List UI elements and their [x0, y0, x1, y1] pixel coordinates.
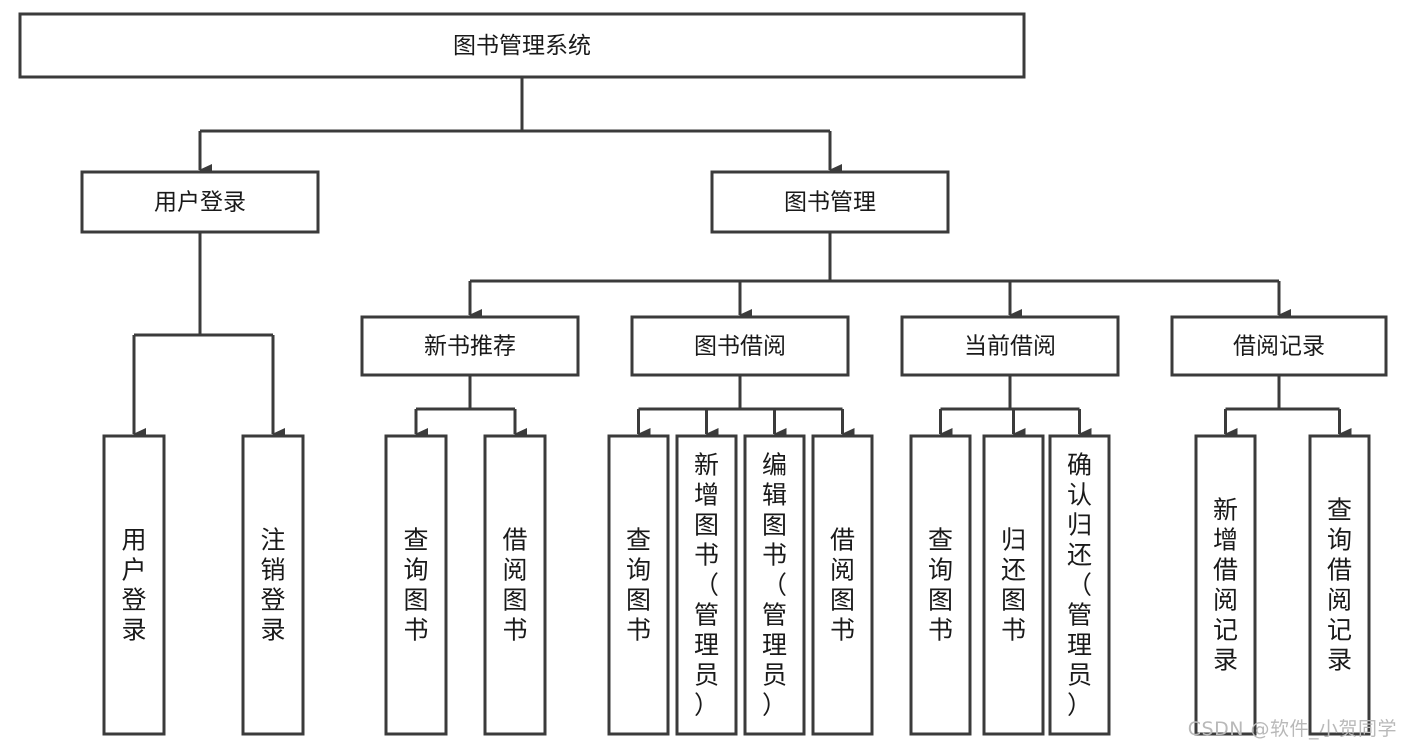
node-leaf-borrow-book-rec-box [483, 434, 547, 736]
node-leaf-query-borrow-record-box [1308, 434, 1371, 736]
node-leaf-query-book-rec-label: 查询图书 [403, 525, 428, 644]
node-leaf-query-book-borrow-label: 查询图书 [626, 525, 651, 644]
node-leaf-user-login-label: 用户登录 [121, 525, 146, 644]
node-leaf-add-book-label: 新增图书（管理员） [694, 450, 719, 719]
node-leaf-add-borrow-record-label: 新增借阅记录 [1213, 495, 1238, 674]
node-leaf-add-borrow-record[interactable]: 新增借阅记录 [1194, 434, 1257, 736]
node-leaf-add-borrow-record-box [1194, 434, 1257, 736]
node-book-manage-box [710, 170, 950, 234]
node-leaf-borrow-book-box [811, 434, 874, 736]
node-leaf-query-book-cur-box [909, 434, 972, 736]
node-book-borrow-label: 图书借阅 [694, 334, 786, 360]
node-root-label: 图书管理系统 [453, 33, 591, 59]
node-leaf-user-logout-box [241, 434, 305, 736]
node-new-book-rec[interactable]: 新书推荐 [360, 315, 580, 377]
node-leaf-confirm-return[interactable]: 确认归还（管理员） [1048, 434, 1111, 736]
node-borrow-record-label: 借阅记录 [1233, 334, 1325, 360]
node-leaf-user-logout[interactable]: 注销登录 [241, 434, 305, 736]
node-current-borrow-box [900, 315, 1120, 377]
node-borrow-record-box [1170, 315, 1388, 377]
node-leaf-user-logout-label: 注销登录 [260, 525, 285, 644]
node-leaf-query-book-cur-label: 查询图书 [928, 525, 953, 644]
node-borrow-record[interactable]: 借阅记录 [1170, 315, 1388, 377]
node-leaf-user-login[interactable]: 用户登录 [102, 434, 166, 736]
node-leaf-return-book-label: 归还图书 [1001, 525, 1026, 644]
node-leaf-confirm-return-label: 确认归还（管理员） [1067, 450, 1092, 719]
node-new-book-rec-box [360, 315, 580, 377]
node-leaf-add-book[interactable]: 新增图书（管理员） [675, 434, 738, 736]
node-leaf-return-book-box [982, 434, 1045, 736]
node-new-book-rec-label: 新书推荐 [424, 334, 516, 360]
node-leaf-borrow-book[interactable]: 借阅图书 [811, 434, 874, 736]
node-leaf-query-book-borrow-box [607, 434, 670, 736]
node-leaf-edit-book-label: 编辑图书（管理员） [762, 450, 787, 719]
node-current-borrow[interactable]: 当前借阅 [900, 315, 1120, 377]
node-leaf-query-book-rec-box [384, 434, 448, 736]
node-leaf-return-book[interactable]: 归还图书 [982, 434, 1045, 736]
node-book-manage-label: 图书管理 [784, 190, 876, 216]
node-root[interactable]: 图书管理系统 [18, 12, 1026, 79]
node-user-login[interactable]: 用户登录 [80, 170, 320, 234]
node-leaf-query-book-cur[interactable]: 查询图书 [909, 434, 972, 736]
connector-layer [132, 77, 1352, 440]
node-leaf-borrow-book-label: 借阅图书 [830, 525, 855, 644]
node-leaf-edit-book-box [743, 434, 806, 736]
node-leaf-user-login-box [102, 434, 166, 736]
node-book-borrow-box [630, 315, 850, 377]
node-leaf-query-book-rec[interactable]: 查询图书 [384, 434, 448, 736]
node-book-borrow[interactable]: 图书借阅 [630, 315, 850, 377]
node-current-borrow-label: 当前借阅 [964, 334, 1056, 360]
node-user-login-label: 用户登录 [154, 190, 246, 216]
node-leaf-query-borrow-record-label: 查询借阅记录 [1327, 495, 1352, 674]
node-leaf-borrow-book-rec[interactable]: 借阅图书 [483, 434, 547, 736]
node-root-box [18, 12, 1026, 79]
node-leaf-confirm-return-box [1048, 434, 1111, 736]
node-layer: 图书管理系统用户登录图书管理新书推荐图书借阅当前借阅借阅记录用户登录注销登录查询… [18, 12, 1388, 736]
node-book-manage[interactable]: 图书管理 [710, 170, 950, 234]
node-leaf-borrow-book-rec-label: 借阅图书 [502, 525, 527, 644]
node-leaf-query-borrow-record[interactable]: 查询借阅记录 [1308, 434, 1371, 736]
node-leaf-edit-book[interactable]: 编辑图书（管理员） [743, 434, 806, 736]
node-leaf-add-book-box [675, 434, 738, 736]
node-leaf-query-book-borrow[interactable]: 查询图书 [607, 434, 670, 736]
node-user-login-box [80, 170, 320, 234]
